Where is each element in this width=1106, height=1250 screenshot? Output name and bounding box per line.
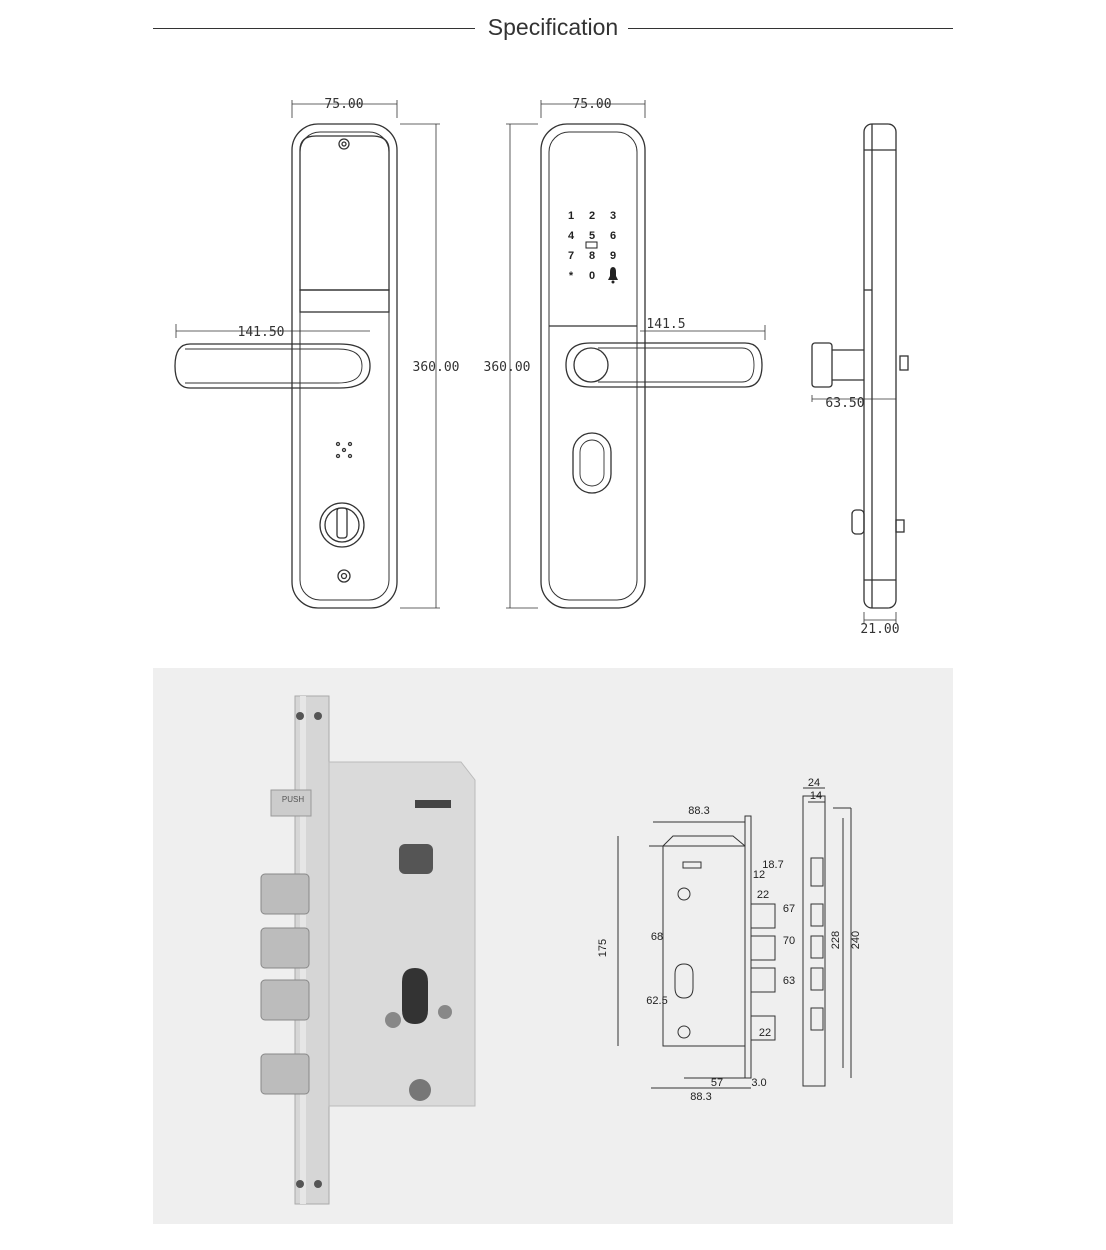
mortise-width-bottom-label: 88.3 (690, 1091, 711, 1103)
card-icon (585, 241, 598, 249)
keypad-key: 8 (589, 250, 595, 262)
bell-icon (608, 267, 618, 284)
back-height-label: 360.00 (413, 360, 460, 375)
fingerprint-window (572, 432, 612, 494)
plate-14-label: 14 (810, 790, 822, 802)
dim-3-label: 3.0 (751, 1077, 766, 1089)
dim-57-label: 57 (711, 1077, 723, 1089)
title-bar: Specification (0, 0, 1106, 60)
side-view-drawing (811, 123, 909, 624)
keypad: 1 2 3 4 5 6 7 8 9 * 0 (568, 210, 616, 282)
dim-12-label: 12 (753, 869, 765, 881)
front-view-body (540, 123, 646, 609)
keypad-key: 0 (589, 270, 595, 282)
side-thickness-label: 21.00 (860, 622, 899, 637)
back-view-handle (174, 343, 371, 389)
back-view-drawing (174, 100, 440, 609)
side-view-handle (811, 342, 833, 388)
dim-22-top-label: 22 (757, 889, 769, 901)
plate-240-label: 240 (850, 931, 862, 949)
title-rule-right (628, 28, 953, 29)
plate-228-label: 228 (830, 931, 842, 949)
side-depth-label: 63.50 (825, 396, 864, 411)
keypad-key: 5 (589, 230, 595, 242)
front-view-drawing (506, 100, 766, 609)
keypad-key: * (569, 270, 574, 282)
front-handle-label: 141.5 (646, 317, 685, 332)
mortise-width-top-label: 88.3 (688, 805, 709, 817)
dim-22-bottom-label: 22 (759, 1027, 771, 1039)
mortise-body-render: PUSH (260, 695, 476, 1205)
thumb-turn (319, 502, 365, 548)
keypad-key: 6 (610, 230, 616, 242)
front-view-handle (565, 342, 763, 388)
dim-18-7-label: 18.7 (762, 859, 783, 871)
dim-67-label: 67 (783, 903, 795, 915)
lock-dimension-drawings: 75.00 141.50 360.00 75.00 141.5 360.00 6… (174, 97, 909, 637)
dim-63-label: 63 (783, 975, 795, 987)
mortise-height-label: 175 (597, 939, 609, 957)
title-rule-left (153, 28, 475, 29)
back-view-body (291, 123, 398, 609)
side-view-body (863, 123, 897, 609)
plate-24-label: 24 (808, 777, 820, 789)
dim-70-label: 70 (783, 935, 795, 947)
keypad-key: 9 (610, 250, 616, 262)
back-handle-label: 141.50 (238, 325, 285, 340)
front-height-label: 360.00 (484, 360, 531, 375)
mortise-drawings: PUSH (260, 695, 862, 1205)
keypad-key: 1 (568, 210, 574, 222)
latch-label: PUSH (282, 795, 304, 804)
keypad-key: 4 (568, 230, 575, 242)
keypad-key: 2 (589, 210, 595, 222)
back-width-label: 75.00 (324, 97, 363, 112)
mortise-panel: PUSH (153, 668, 953, 1224)
keypad-key: 7 (568, 250, 574, 262)
page-title: Specification (479, 14, 627, 40)
dim-68-label: 68 (651, 931, 663, 943)
front-width-label: 75.00 (572, 97, 611, 112)
mortise-dimension-drawing (617, 787, 852, 1089)
keypad-key: 3 (610, 210, 616, 222)
dim-62-5-label: 62.5 (646, 995, 667, 1007)
